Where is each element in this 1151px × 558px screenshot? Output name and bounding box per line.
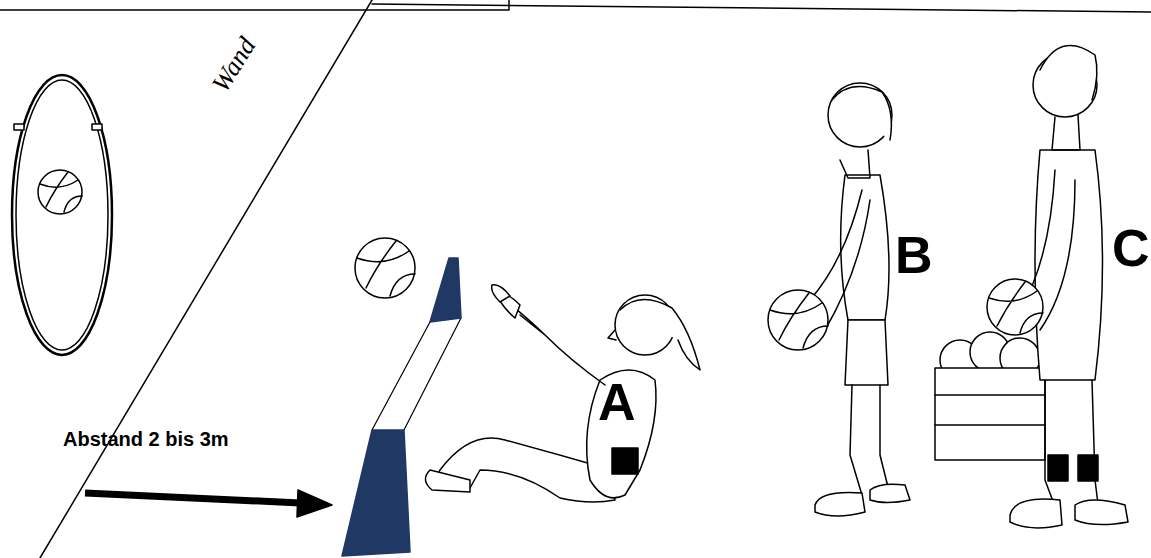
distance-label: Abstand 2 bis 3m <box>63 428 229 451</box>
hoop <box>12 75 112 355</box>
ball <box>987 279 1043 335</box>
person-letter: A <box>598 372 636 432</box>
distance-arrow <box>85 490 332 517</box>
ball <box>768 290 828 350</box>
wall-edge <box>40 0 372 558</box>
person-a <box>425 285 700 502</box>
wall-top <box>372 4 1151 12</box>
cone-marker <box>342 258 461 556</box>
person-letter: B <box>895 225 933 285</box>
wall-label: Wand <box>206 32 262 97</box>
ball-box <box>935 332 1045 460</box>
ball <box>38 170 82 214</box>
person-b <box>810 83 910 516</box>
person-letter: C <box>1112 218 1150 278</box>
ball <box>355 238 415 298</box>
